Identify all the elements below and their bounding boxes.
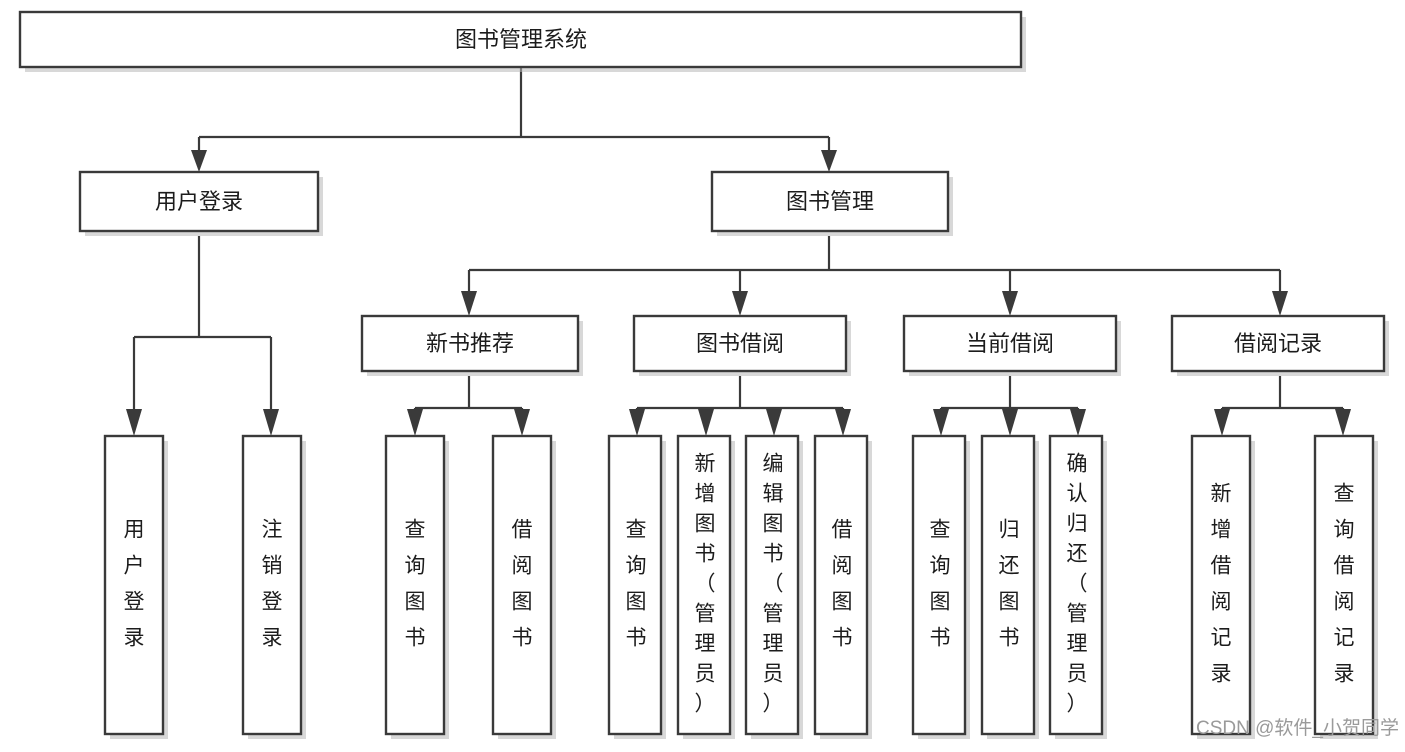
node-rect [1048,434,1104,736]
node-label: 查询图书 [405,519,426,650]
node-label: 查询图书 [930,519,951,650]
leaf-node-user-login-login[interactable]: 用户登录 [103,434,168,739]
leaf-node-borrow-add-book-admin[interactable]: 新增图书（管理员） [676,434,735,739]
node-user-login[interactable]: 用户登录 [78,170,323,236]
arrow-head-record-leaf-1 [1335,409,1351,436]
node-rect [607,434,663,736]
leaf-node-current-return-book[interactable]: 归还图书 [980,434,1039,739]
node-label: 新增图书（管理员） [695,453,716,716]
node-label: 用户登录 [124,519,145,650]
leaf-node-current-confirm-return-admin[interactable]: 确认归还（管理员） [1048,434,1107,739]
arrow-head-borrow-leaf-0 [629,409,645,436]
leaf-node-recommend-borrow-book[interactable]: 借阅图书 [491,434,556,739]
watermark: CSDN @软件_小贺同学 [1196,717,1399,739]
node-label: 编辑图书（管理员） [763,453,784,716]
node-label: 新增借阅记录 [1211,483,1232,686]
arrow-head-recommend-leaf-0 [407,409,423,436]
arrow-head-book-mgmt [821,150,837,172]
connector-layer [126,68,1351,436]
leaf-node-borrow-query-book[interactable]: 查询图书 [607,434,666,739]
node-label: 归还图书 [999,519,1020,650]
node-label: 借阅图书 [832,519,853,650]
arrow-head-user-login [191,150,207,172]
node-borrow-record[interactable]: 借阅记录 [1170,314,1389,376]
leaf-node-record-query-record[interactable]: 查询借阅记录 [1313,434,1378,739]
arrow-head-level3-2 [1002,291,1018,316]
arrow-head-level3-1 [732,291,748,316]
arrow-head-current-leaf-2 [1070,409,1086,436]
arrow-head-borrow-leaf-3 [835,409,851,436]
arrow-head-current-leaf-0 [933,409,949,436]
node-book-borrow[interactable]: 图书借阅 [632,314,851,376]
node-rect [911,434,967,736]
arrow-head-borrow-leaf-2 [766,409,782,436]
arrow-head-record-leaf-0 [1214,409,1230,436]
node-rect [902,314,1118,373]
arrow-head-userlogin-leaf-1 [263,409,279,436]
node-label: 当前借阅 [966,331,1054,356]
arrow-head-level3-0 [461,291,477,316]
node-label: 图书管理系统 [455,27,587,52]
node-rect [632,314,848,373]
node-rect [241,434,303,736]
node-label: 借阅图书 [512,519,533,650]
leaf-node-borrow-borrow-book[interactable]: 借阅图书 [813,434,872,739]
node-rect [491,434,553,736]
arrow-head-current-leaf-1 [1002,409,1018,436]
node-label: 注销登录 [262,519,283,650]
leaf-node-current-query-book[interactable]: 查询图书 [911,434,970,739]
arrow-head-borrow-leaf-1 [698,409,714,436]
leaf-node-borrow-edit-book-admin[interactable]: 编辑图书（管理员） [744,434,803,739]
node-rect [980,434,1036,736]
node-rect [676,434,732,736]
node-book-management[interactable]: 图书管理 [710,170,953,236]
arrow-head-recommend-leaf-1 [514,409,530,436]
leaf-node-record-add-record[interactable]: 新增借阅记录 [1190,434,1255,739]
leaf-node-recommend-query-book[interactable]: 查询图书 [384,434,449,739]
node-rect [18,10,1023,69]
node-rect [384,434,446,736]
node-rect [360,314,580,373]
node-label: 借阅记录 [1234,331,1322,356]
node-rect [813,434,869,736]
node-rect [1190,434,1252,736]
node-rect [78,170,320,233]
node-label: 新书推荐 [426,331,514,356]
node-rect [710,170,950,233]
node-label: 查询图书 [626,519,647,650]
node-label: 确认归还（管理员） [1067,453,1088,716]
node-label: 用户登录 [155,189,243,214]
node-rect [1313,434,1375,736]
node-root-book-management-system[interactable]: 图书管理系统 [18,10,1026,72]
node-rect [744,434,800,736]
node-label: 图书借阅 [696,331,784,356]
leaf-node-user-login-logout[interactable]: 注销登录 [241,434,306,739]
node-new-book-recommend[interactable]: 新书推荐 [360,314,583,376]
node-label: 图书管理 [786,189,874,214]
node-rect [103,434,165,736]
arrow-head-level3-3 [1272,291,1288,316]
node-current-borrow[interactable]: 当前借阅 [902,314,1121,376]
node-label: 查询借阅记录 [1334,483,1355,686]
node-rect [1170,314,1386,373]
arrow-head-userlogin-leaf-0 [126,409,142,436]
